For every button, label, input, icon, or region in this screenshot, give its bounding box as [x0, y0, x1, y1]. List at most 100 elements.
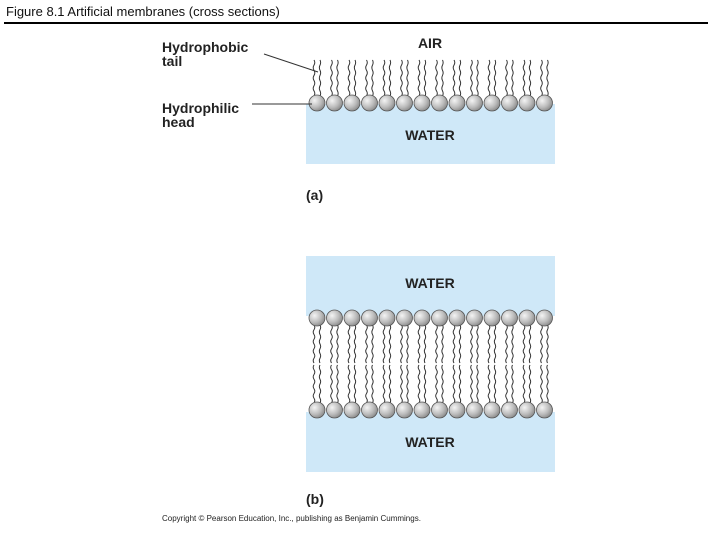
- phospholipid: [413, 364, 431, 419]
- figure-title: Figure 8.1 Artificial membranes (cross s…: [6, 4, 280, 19]
- phospholipid: [308, 59, 326, 112]
- phospholipid: [326, 309, 343, 364]
- title-rule: [4, 22, 708, 24]
- hydrophilic-head: [518, 401, 536, 419]
- hydrophobic-tail: [487, 324, 491, 364]
- phospholipid: [343, 59, 361, 112]
- hydrophilic-head: [413, 309, 431, 327]
- hydrophobic-tail: [546, 59, 549, 97]
- hydrophobic-tail: [336, 324, 339, 364]
- hydrophobic-tail: [417, 364, 421, 404]
- hydrophobic-tail: [435, 364, 438, 404]
- hydrophobic-tail: [493, 59, 497, 97]
- hydrophobic-tail: [493, 324, 497, 364]
- water-label-a: WATER: [405, 127, 455, 143]
- hydrophobic-tail: [452, 59, 456, 97]
- hydrophilic-head: [308, 401, 326, 419]
- hydrophobic-tail: [347, 324, 351, 364]
- hydrophobic-tail: [312, 364, 316, 404]
- hydrophobic-tail: [353, 324, 357, 364]
- hydrophilic-head: [326, 401, 343, 419]
- hydrophobic-tail: [505, 364, 508, 404]
- phospholipid: [431, 309, 448, 364]
- head-label-line2: head: [162, 114, 195, 130]
- hydrophobic-tail: [441, 364, 444, 404]
- hydrophobic-tail: [528, 324, 532, 364]
- hydrophilic-head: [431, 309, 448, 327]
- hydrophilic-head: [413, 94, 431, 112]
- phospholipid: [308, 309, 326, 364]
- hydrophobic-tail: [522, 364, 526, 404]
- hydrophobic-tail: [441, 59, 444, 97]
- hydrophilic-head: [378, 309, 396, 327]
- hydrophobic-tail: [458, 364, 462, 404]
- hydrophobic-tail: [371, 364, 374, 404]
- hydrophobic-tail: [365, 59, 368, 97]
- phospholipid: [501, 364, 518, 419]
- phospholipid: [343, 309, 361, 364]
- phospholipid: [483, 309, 501, 364]
- hydrophilic-head: [466, 94, 483, 112]
- hydrophobic-tail: [452, 364, 456, 404]
- hydrophilic-head: [448, 309, 466, 327]
- hydrophobic-tail: [318, 364, 322, 404]
- hydrophobic-tail: [382, 324, 386, 364]
- hydrophobic-tail: [505, 324, 508, 364]
- hydrophobic-tail: [423, 364, 427, 404]
- hydrophobic-tail: [522, 324, 526, 364]
- hydrophilic-head: [483, 309, 501, 327]
- hydrophobic-tail: [312, 59, 316, 97]
- hydrophobic-tail: [330, 364, 333, 404]
- phospholipid: [413, 59, 431, 112]
- hydrophilic-head: [501, 401, 518, 419]
- hydrophobic-tail: [470, 364, 473, 404]
- hydrophobic-tail: [353, 59, 357, 97]
- phospholipid: [396, 59, 413, 112]
- hydrophobic-tail: [546, 324, 549, 364]
- phospholipid: [378, 59, 396, 112]
- hydrophilic-head: [483, 94, 501, 112]
- hydrophilic-head: [501, 309, 518, 327]
- phospholipid: [536, 59, 553, 112]
- hydrophobic-tail: [371, 324, 374, 364]
- hydrophobic-tail: [476, 324, 479, 364]
- hydrophobic-tail: [365, 364, 368, 404]
- phospholipid: [501, 59, 518, 112]
- hydrophilic-head: [536, 309, 553, 327]
- hydrophilic-head: [536, 94, 553, 112]
- hydrophobic-tail: [406, 364, 409, 404]
- phospholipid: [448, 309, 466, 364]
- hydrophilic-head: [501, 94, 518, 112]
- hydrophilic-head: [343, 309, 361, 327]
- phospholipid: [431, 59, 448, 112]
- phospholipid: [431, 364, 448, 419]
- hydrophobic-tail: [505, 59, 508, 97]
- phospholipid: [483, 364, 501, 419]
- phospholipid: [378, 364, 396, 419]
- phospholipid: [536, 364, 553, 419]
- hydrophilic-head: [361, 94, 378, 112]
- hydrophobic-tail: [400, 59, 403, 97]
- hydrophobic-tail: [353, 364, 357, 404]
- phospholipid: [343, 364, 361, 419]
- hydrophobic-tail: [423, 59, 427, 97]
- hydrophobic-tail: [528, 364, 532, 404]
- water-region-b-top: [306, 256, 555, 316]
- hydrophilic-head: [343, 401, 361, 419]
- phospholipid: [536, 309, 553, 364]
- phospholipid: [483, 59, 501, 112]
- hydrophobic-tail: [423, 324, 427, 364]
- hydrophilic-head: [431, 401, 448, 419]
- phospholipid: [396, 364, 413, 419]
- hydrophobic-tail: [435, 324, 438, 364]
- hydrophilic-head: [308, 309, 326, 327]
- hydrophilic-head: [396, 401, 413, 419]
- hydrophobic-tail: [318, 59, 322, 97]
- phospholipid: [308, 364, 326, 419]
- hydrophobic-tail: [330, 324, 333, 364]
- hydrophobic-tail: [336, 59, 339, 97]
- hydrophilic-head: [396, 94, 413, 112]
- bilayer-b: [308, 309, 553, 419]
- water-label-b-top: WATER: [405, 275, 455, 291]
